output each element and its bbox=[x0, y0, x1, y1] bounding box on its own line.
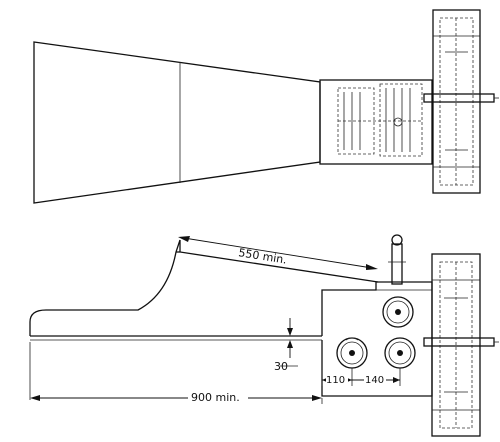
top-chute-outline bbox=[33, 41, 321, 204]
top-center-bolt bbox=[393, 117, 403, 127]
side-lever-handle bbox=[388, 234, 406, 285]
dimension-30: 30 bbox=[274, 318, 298, 373]
top-shaft bbox=[423, 93, 495, 103]
dimension-140: 140 bbox=[352, 368, 401, 386]
dim-550-label: 550 min. bbox=[238, 246, 288, 266]
dimension-550: 550 min. bbox=[178, 236, 378, 270]
dim-140-label: 140 bbox=[365, 375, 384, 386]
top-roller-housing bbox=[319, 79, 433, 165]
side-view bbox=[29, 234, 499, 437]
dimension-900: 900 min. bbox=[29, 342, 323, 404]
side-feed-trough bbox=[29, 239, 181, 336]
side-drum bbox=[431, 253, 481, 437]
dimension-110: 110 bbox=[321, 368, 353, 386]
side-rollers bbox=[336, 296, 416, 369]
dim-900-label: 900 min. bbox=[191, 391, 240, 404]
dim-30-label: 30 bbox=[274, 360, 288, 373]
side-roller-housing bbox=[321, 281, 433, 397]
roller-top bbox=[382, 296, 414, 328]
side-shaft bbox=[423, 337, 495, 347]
top-view bbox=[33, 9, 499, 204]
dim-110-label: 110 bbox=[326, 375, 345, 386]
